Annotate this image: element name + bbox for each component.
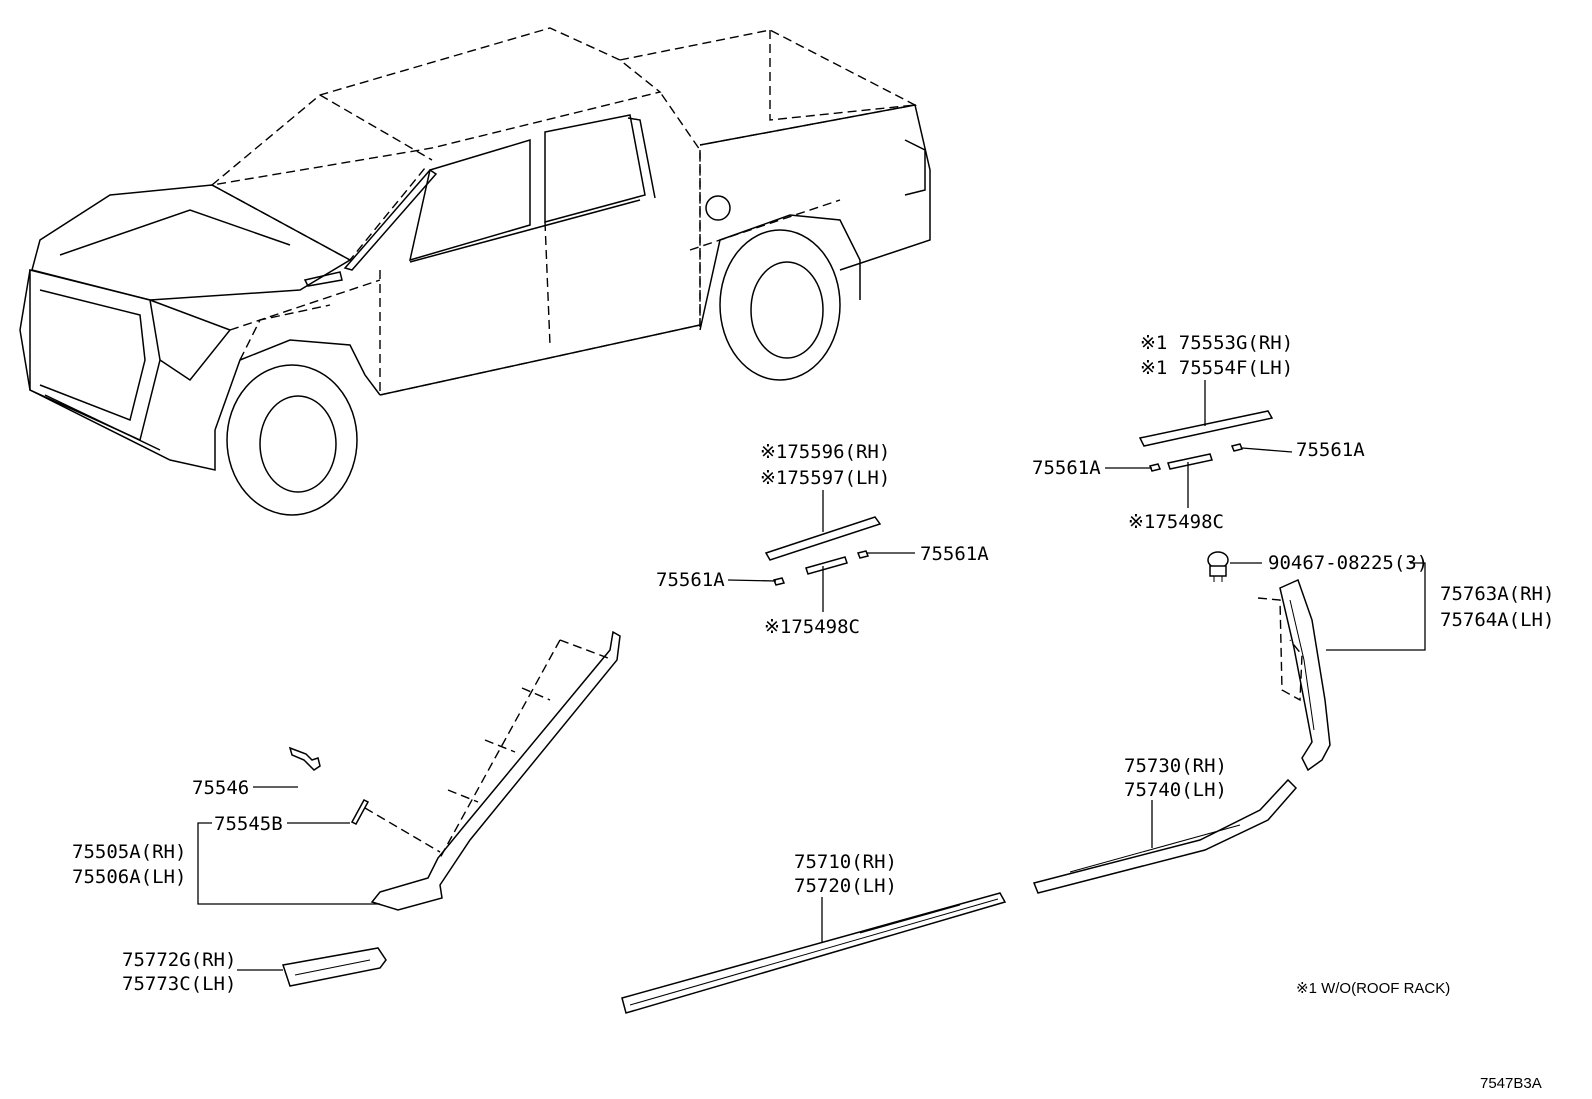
callout-75740: 75740(LH) — [1124, 779, 1227, 801]
callout-75505A: 75505A(RH) — [72, 841, 186, 863]
rear-door-molding — [1032, 778, 1298, 894]
callout-75764A: 75764A(LH) — [1440, 609, 1554, 631]
callout-75561A: 75561A — [920, 543, 989, 565]
callout-75730: 75730(RH) — [1124, 755, 1227, 777]
callout-75561A: 75561A — [1296, 439, 1365, 461]
callout-90467-08225: 90467-08225(3) — [1268, 552, 1428, 574]
fender-molding — [282, 947, 387, 987]
quarter-molding — [1257, 578, 1331, 772]
diagram-code: 7547B3A — [1480, 1075, 1542, 1092]
callout-75554F: ※1 75554F(LH) — [1140, 357, 1293, 379]
callout-75553G: ※1 75553G(RH) — [1140, 332, 1293, 354]
callout-75773C: 75773C(LH) — [122, 973, 236, 995]
truck-illustration — [19, 27, 931, 516]
leader-lines — [197, 380, 1426, 971]
roof-drip-molding-front — [764, 516, 882, 586]
callout-75763A: 75763A(RH) — [1440, 583, 1554, 605]
roof-drip-molding-rear — [1138, 410, 1274, 472]
front-door-molding — [621, 892, 1007, 1014]
callout-labels: ※1 75553G(RH) ※1 75554F(LH) 75561A 75561… — [72, 332, 1554, 1092]
callout-75720: 75720(LH) — [794, 875, 897, 897]
callout-75506A: 75506A(LH) — [72, 866, 186, 888]
callout-75498C: ※175498C — [764, 616, 860, 638]
callout-75597: ※175597(LH) — [760, 467, 890, 489]
callout-75546: 75546 — [192, 777, 249, 799]
clip-90467 — [1207, 551, 1229, 582]
callout-75545B: 75545B — [214, 813, 283, 835]
callout-75561A: 75561A — [1032, 457, 1101, 479]
callout-75596: ※175596(RH) — [760, 441, 890, 463]
footnote: ※1 W/O(ROOF RACK) — [1296, 980, 1450, 997]
callout-75498C: ※175498C — [1128, 511, 1224, 533]
callout-75772G: 75772G(RH) — [122, 949, 236, 971]
a-pillar-molding — [288, 630, 621, 911]
callout-75710: 75710(RH) — [794, 851, 897, 873]
callout-75561A: 75561A — [656, 569, 725, 591]
